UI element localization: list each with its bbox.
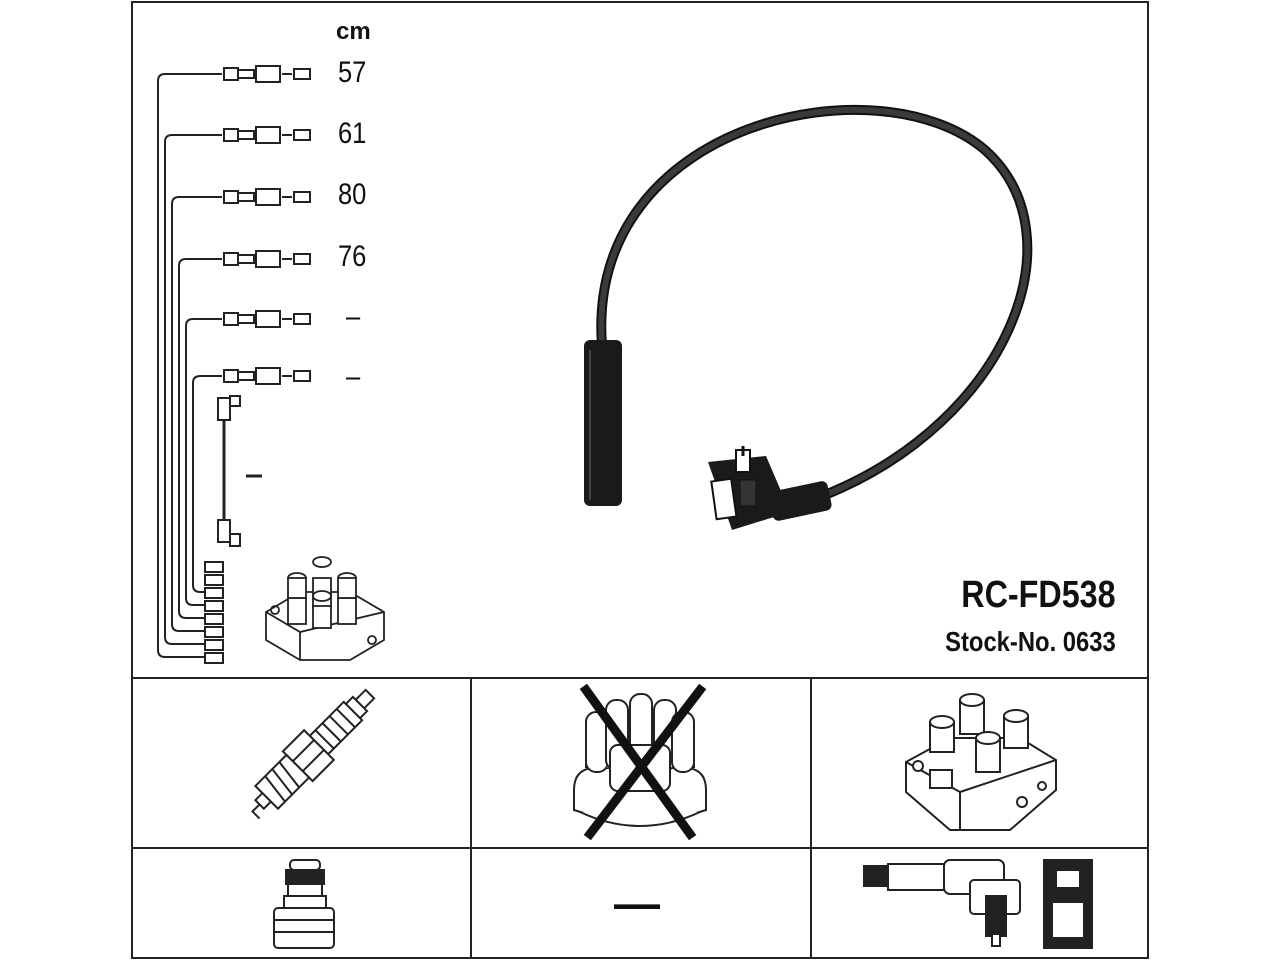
cable-length-4: 76: [338, 240, 367, 273]
plug-terminal-icon: [273, 859, 335, 949]
cable-length-2: 61: [338, 117, 367, 150]
wire-end-6: [223, 367, 311, 385]
model-number: RC-FD538: [961, 574, 1116, 616]
cable-length-6: –: [346, 360, 361, 393]
length-unit-label: cm: [336, 18, 371, 45]
none-marker: —: [614, 877, 660, 929]
angled-connector-icon: [863, 859, 1093, 949]
angled-coil-connector: [708, 446, 790, 530]
frame-grid: [131, 1, 1149, 959]
small-coil-icon: [265, 556, 385, 661]
wire-end-2: [223, 126, 311, 144]
ignition-lead-drawing: [584, 104, 1033, 530]
cable-length-3: 80: [338, 178, 367, 211]
ignition-coil-icon: [905, 693, 1057, 831]
spark-plug-icon: [251, 688, 376, 820]
coil-wire: [217, 395, 241, 547]
cable-length-5: –: [346, 300, 361, 333]
wire-end-3: [223, 188, 311, 206]
not-applicable-cross: [579, 683, 707, 841]
stock-number: Stock-No. 0633: [945, 626, 1116, 657]
plug-boot: [584, 340, 622, 506]
cable-length-1: 57: [338, 56, 367, 89]
wire-end-1: [223, 65, 311, 83]
terminal-stack: [204, 561, 224, 664]
wire-end-4: [223, 250, 311, 268]
wire-end-5: [223, 310, 311, 328]
cable-set-schematic: [157, 65, 385, 664]
